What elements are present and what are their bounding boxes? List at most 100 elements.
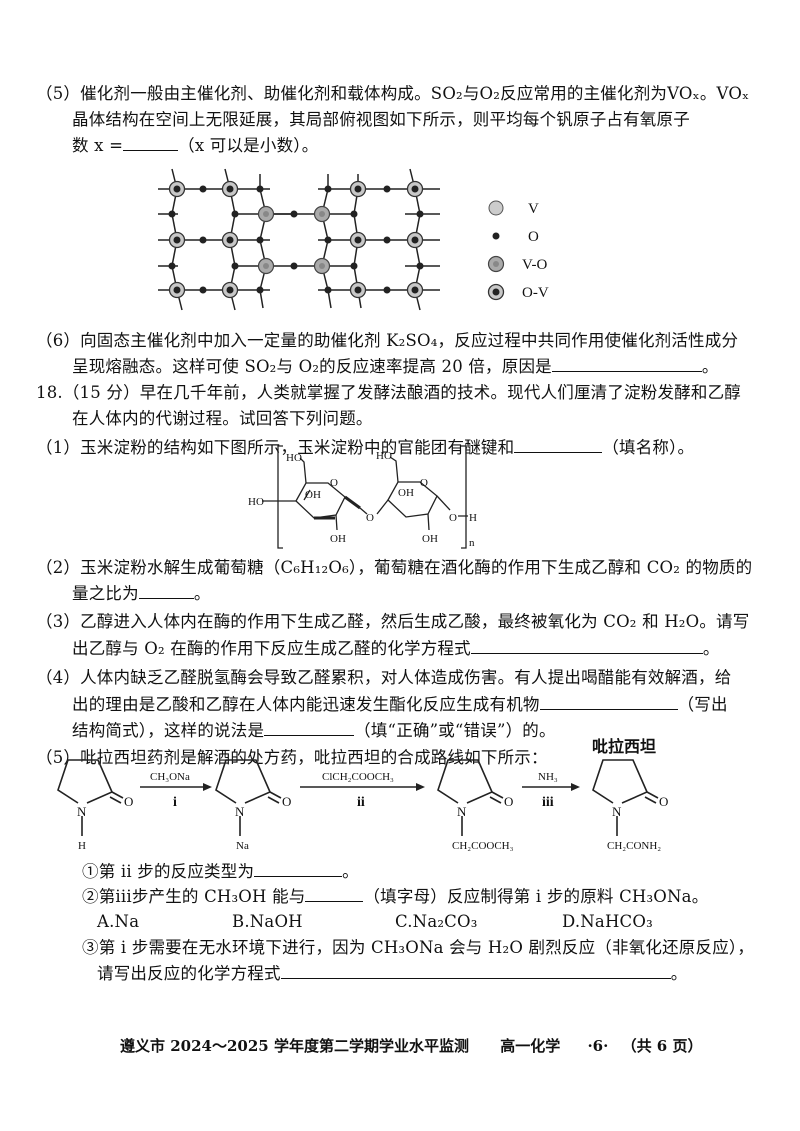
text: 催化剂一般由主催化剂、助催化剂和载体构成。SO₂与O₂反应常用的主催化剂为VOₓ… [80,84,750,103]
oxygen-atom [199,236,207,244]
text: （填名称）。 [602,438,695,457]
q18-p1: （1）玉米淀粉的结构如下图所示，玉米淀粉中的官能团有醚键和（填名称）。 [36,438,694,458]
atom-label: O [330,477,338,489]
o-v-core [492,288,500,296]
q18-p4-line1: （4）人体内缺乏乙醛脱氢酶会导致乙醛累积，对人体造成伤害。有人提出喝醋能有效解酒… [36,668,731,688]
oxygen-atom [416,262,424,270]
oxygen-atom [383,286,391,294]
v-o-core [493,261,499,267]
starch-labels: HO HO HO OH OH OH OH O O O O H n [248,450,477,549]
substituent-label: H [78,840,86,852]
carbonyl-double-bond [644,791,659,804]
atom-label: HO [286,452,302,464]
bond [299,457,307,484]
answer-blank[interactable] [305,887,364,902]
atom-label: O [420,477,428,489]
ring-bonds [57,759,114,804]
carbonyl-double-bond [489,791,504,804]
q17-p5-line2: 晶体结构在空间上无限延展，其局部俯视图如下所示，则平均每个钒原子占有氧原子 [72,110,690,129]
starch-structure [262,445,468,549]
o-v-core [173,286,181,294]
text: 量之比为 [72,584,139,603]
v-o-core [263,211,269,217]
q18-p3-line2: 出乙醇与 O₂ 在酶的作用下反应生成乙醛的化学方程式。 [72,639,720,659]
o-v-core [226,236,234,244]
bond [303,489,389,531]
reagent-label: ClCH₂COOCH₃ [322,771,394,783]
q18-header-line2: 在人体内的代谢过程。试回答下列问题。 [72,409,373,428]
o-v-core [226,286,234,294]
arrow-head [571,783,580,791]
text: ①第 ii 步的反应类型为 [82,862,255,881]
reagent-label: NH₃ [538,771,558,783]
o-v-core [354,185,362,193]
legend-label-o: O [528,229,539,245]
product-name: 吡拉西坦 [592,737,656,756]
substituent-label: CH₂COOCH₃ [452,840,514,852]
legend-label-o-v: O-V [522,285,549,301]
answer-blank[interactable] [470,639,703,654]
q18-sub3-line1: ③第 i 步需要在无水环境下进行，因为 CH₃ONa 会与 H₂O 剧烈反应（非… [82,938,755,957]
oxygen-atom [256,286,264,294]
o-v-core [173,236,181,244]
atom-label: HO [248,496,264,508]
q17-p6-line1: （6）向固态主催化剂中加入一定量的助催化剂 K₂SO₄，反应过程中共同作用使催化… [36,331,738,351]
pyrrolidinone-ring [437,759,504,836]
carbonyl-double-bond [267,791,282,804]
answer-blank[interactable] [280,964,671,979]
answer-blank[interactable] [123,136,179,151]
text: （填字母）反应制得第 i 步的原料 CH₃ONa。 [363,887,709,906]
bond [314,495,361,520]
oxygen-atom [199,185,207,193]
page-number: ·6· [587,1037,609,1055]
text: 结构简式），这样的说法是 [72,721,265,740]
v-o-core [263,263,269,269]
step-label: iii [542,795,554,810]
ring-bonds [437,759,494,804]
option-a: A.Na [97,912,140,931]
reagent-label: CH₃ONa [150,771,190,783]
answer-blank[interactable] [539,695,678,710]
text: 。 [701,357,719,376]
text: 乙醇进入人体内在酶的作用下生成乙醛，然后生成乙酸，最终被氧化为 CO₂ 和 H₂… [80,612,750,631]
nitrogen-label: N [77,804,87,819]
vox-lattice-diagram [158,168,440,311]
item-number: （5） [36,748,81,767]
text: 吡拉西坦药剂是解酒的处方药，吡拉西坦的合成路线如下所示： [80,748,548,767]
legend-label-v-o: V-O [522,257,547,273]
text: 玉米淀粉水解生成葡萄糖（C₆H₁₂O₆），葡萄糖在酒化酶的作用下生成乙醇和 CO… [80,558,753,577]
step-label: ii [357,795,365,810]
answer-blank[interactable] [264,721,355,736]
carbonyl-double-bond [109,791,124,804]
o-v-core [173,185,181,193]
oxygen-atom [231,210,239,218]
item-number: （1） [36,438,81,457]
ring-bonds [215,759,272,804]
oxygen-label: O [504,794,513,809]
option-c: C.Na₂CO₃ [395,912,478,931]
legend-label-v: V [528,201,539,217]
q17-p6-line2: 呈现熔融态。这样可使 SO₂与 O₂的反应速率提高 20 倍，原因是。 [72,357,719,377]
substituent-label: Na [236,840,249,852]
q17-p5-line3: 数 x =（x 可以是小数）。 [72,136,318,156]
answer-blank[interactable] [138,584,194,599]
atom-label: O [449,512,457,524]
pyrrolidinone-ring [592,759,659,836]
text: 人体内缺乏乙醛脱氢酶会导致乙醛累积，对人体造成伤害。有人提出喝醋能有效解酒，给 [80,668,732,687]
text: ②第iii步产生的 CH₃OH 能与 [82,887,306,906]
oxygen-atom [324,286,332,294]
nitrogen-label: N [457,804,467,819]
answer-blank[interactable] [551,357,702,372]
answer-blank[interactable] [514,438,603,453]
answer-blank[interactable] [254,862,343,877]
oxygen-atom [256,185,264,193]
text: （写出 [677,695,728,714]
q17-p5-line1: （5）催化剂一般由主催化剂、助催化剂和载体构成。SO₂与O₂反应常用的主催化剂为… [36,84,749,104]
item-number: （4） [36,668,81,687]
arrow-head [203,783,212,791]
oxygen-atom [492,232,500,240]
oxygen-label: O [659,794,668,809]
atom-label: OH [330,533,346,545]
atom-label: O [366,512,374,524]
